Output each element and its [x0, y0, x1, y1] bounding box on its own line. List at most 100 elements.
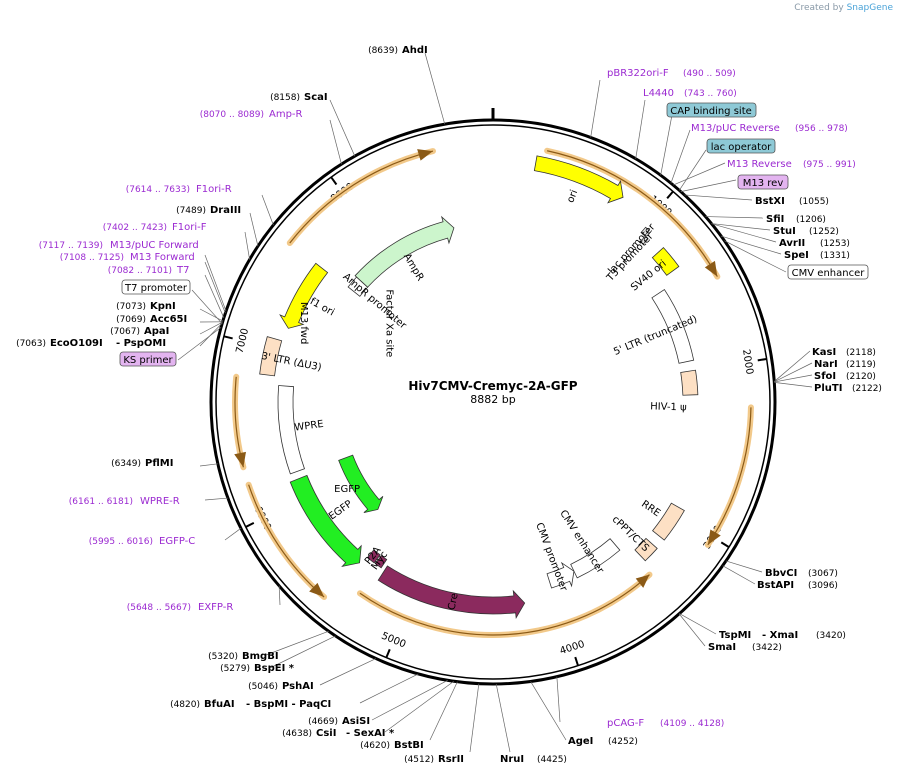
orf-arrowhead [635, 574, 650, 588]
feature-3-ltr-u3- [259, 336, 283, 377]
site-tspmi[interactable]: TspMI - XmaI (3420) [719, 630, 846, 641]
site-extra: - XmaI [762, 630, 798, 641]
site-pos: (2122) [852, 384, 882, 394]
primer-m13puc-forward[interactable]: (7117 .. 7139) M13/pUC Forward [39, 240, 199, 251]
site-agei[interactable]: AgeI (4252) [568, 736, 638, 747]
site-stui[interactable]: StuI (1252) [773, 226, 839, 237]
site-name: StuI [773, 226, 796, 237]
tick-label: 2000 [740, 349, 755, 376]
site-bstapi[interactable]: BstAPI (3096) [757, 580, 838, 591]
feature-cre [377, 565, 526, 620]
site-pluti[interactable]: PluTI (2122) [814, 383, 882, 394]
leader-line [204, 261, 226, 314]
site-draiii[interactable]: (7489) DraIII [176, 205, 241, 216]
leader-line [705, 216, 764, 219]
site-pos: (1055) [799, 197, 829, 207]
site-smai[interactable]: SmaI (3422) [708, 642, 782, 653]
site-asisi[interactable]: (4669) AsiSI [308, 716, 370, 727]
site-name: SfiI [766, 214, 784, 225]
primer-name: Amp-R [269, 109, 303, 120]
site-sfoi[interactable]: SfoI (2120) [814, 371, 876, 382]
leader-line [199, 308, 224, 322]
site-pos: (1253) [820, 239, 850, 249]
box-label: M13 rev [743, 178, 784, 189]
box-cap-binding-site[interactable]: CAP binding site [666, 102, 757, 118]
box-lac-operator[interactable]: lac operator [706, 138, 776, 154]
site-pos: (4620) [360, 741, 390, 751]
box-cmv-enhancer[interactable]: CMV enhancer [787, 264, 869, 280]
site-sfii[interactable]: SfiI (1206) [766, 214, 826, 225]
site-ahdi[interactable]: (8639) AhdI [368, 45, 428, 56]
tick-mark [330, 176, 338, 186]
site-name: EcoO109I [50, 338, 103, 349]
primer-t7[interactable]: (7082 .. 7101) T7 [108, 265, 190, 276]
primer-m13-reverse[interactable]: M13 Reverse (975 .. 991) [727, 159, 856, 170]
primer-f1ori-r[interactable]: (7614 .. 7633) F1ori-R [126, 184, 232, 195]
primer-m13-forward[interactable]: (7108 .. 7125) M13 Forward [60, 252, 195, 263]
leader-line [530, 681, 567, 741]
site-bfuai[interactable]: (4820) BfuAI - BspMI - PaqCI [170, 699, 331, 710]
site-kpni[interactable]: (7073) KpnI [116, 301, 176, 312]
site-extra: - PspOMI [116, 338, 166, 349]
leader-line [469, 683, 480, 753]
orf-line [547, 150, 718, 277]
leader-line [774, 374, 813, 383]
site-nrui[interactable]: NruI (4425) [500, 754, 567, 765]
box-label: CMV enhancer [792, 268, 866, 279]
feature-egfp-inner [338, 454, 384, 514]
tick-mark [757, 357, 767, 362]
box-t7-promoter[interactable]: T7 promoter [121, 279, 191, 295]
feature-label: AmpR [401, 252, 426, 283]
primer-name: F1ori-F [172, 222, 207, 233]
site-name: ApaI [144, 326, 169, 337]
site-scai[interactable]: (8158) ScaI [270, 92, 328, 103]
site-bspei[interactable]: (5279) BspEI * [220, 663, 295, 674]
site-avrii[interactable]: AvrII (1253) [779, 238, 850, 249]
site-pos: (7063) [16, 339, 46, 349]
primer-wpre-r[interactable]: (6161 .. 6181) WPRE-R [69, 496, 180, 507]
site-spei[interactable]: SpeI (1331) [784, 250, 850, 261]
site-ecoo109i[interactable]: (7063) EcoO109I - PspOMI [16, 338, 166, 349]
primer-range: (8070 .. 8089) [200, 110, 264, 120]
primer-l4440[interactable]: L4440 (743 .. 760) [643, 88, 737, 99]
box-ks-primer[interactable]: KS primer [119, 351, 177, 367]
orf-arrowhead [704, 260, 718, 277]
primer-name: pBR322ori-F [607, 68, 669, 79]
feature-hiv-1- [680, 369, 699, 396]
site-csii[interactable]: (4638) CsiI - SexAI * [282, 728, 395, 739]
center-feature-label: M13 fwd [298, 302, 309, 344]
site-name: KpnI [150, 301, 176, 312]
site-bbvci[interactable]: BbvCI (3067) [765, 568, 838, 579]
site-nari[interactable]: NarI (2119) [814, 359, 876, 370]
site-rsrii[interactable]: (4512) RsrII [404, 754, 464, 765]
site-apai[interactable]: (7067) ApaI [110, 326, 169, 337]
primer-pbr322ori-f[interactable]: pBR322ori-F (490 .. 509) [607, 68, 736, 79]
backbone-inner [215, 124, 771, 680]
site-bmgbi[interactable]: (5320) BmgBI [208, 651, 278, 662]
site-bstxi[interactable]: BstXI (1055) [755, 196, 829, 207]
primer-range: (5995 .. 6016) [89, 537, 153, 547]
feature-label: AmpR promoter [341, 271, 409, 332]
primer-f1ori-f[interactable]: (7402 .. 7423) F1ori-F [103, 222, 207, 233]
site-pshai[interactable]: (5046) PshAI [248, 681, 314, 692]
primer-m13puc-reverse[interactable]: M13/pUC Reverse (956 .. 978) [691, 123, 848, 134]
site-name: BbvCI [765, 568, 797, 579]
site-bstbi[interactable]: (4620) BstBI [360, 740, 424, 751]
site-pos: (1331) [820, 251, 850, 261]
box-m13-rev[interactable]: M13 rev [737, 174, 789, 190]
primer-exfp-r[interactable]: (5648 .. 5667) EXFP-R [127, 602, 234, 613]
site-pos: (2119) [846, 360, 876, 370]
site-pos: (7069) [116, 315, 146, 325]
primer-amp-r[interactable]: (8070 .. 8089) Amp-R [200, 109, 303, 120]
site-name: NruI [500, 754, 524, 765]
site-kasi[interactable]: KasI (2118) [812, 347, 876, 358]
orf-arrowhead [707, 529, 721, 545]
site-acc65i[interactable]: (7069) Acc65I [116, 314, 187, 325]
site-name: BstXI [755, 196, 785, 207]
orf-arrowhead [417, 149, 433, 161]
site-pflmi[interactable]: (6349) PflMI [111, 458, 173, 469]
site-name: BmgBI [242, 651, 279, 662]
primer-pcag-f[interactable]: pCAG-F (4109 .. 4128) [607, 718, 724, 729]
primer-egfp-c[interactable]: (5995 .. 6016) EGFP-C [89, 536, 196, 547]
leader-line [670, 129, 691, 184]
